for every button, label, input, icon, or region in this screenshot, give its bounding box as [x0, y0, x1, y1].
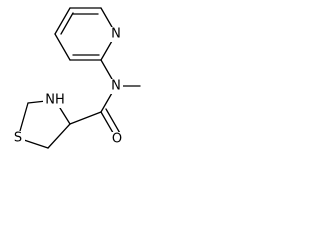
- atom-o: O: [110, 132, 124, 147]
- bond: [47, 123, 71, 149]
- bond: [69, 111, 102, 125]
- pyridine-ring: [54, 7, 117, 61]
- bond: [54, 7, 71, 35]
- atom-label-n-pyridine: N: [111, 27, 121, 42]
- atom-n-amide: N: [109, 79, 123, 94]
- atom-label-n-amide: N: [111, 79, 121, 94]
- bond: [105, 108, 122, 136]
- bond: [54, 33, 71, 61]
- atom-label-o: O: [112, 132, 122, 147]
- atom-nh-ring: NH: [43, 93, 67, 108]
- atom-label-nh: NH: [45, 93, 65, 108]
- atom-s: S: [12, 131, 25, 146]
- bond: [60, 12, 74, 35]
- molecule-structure: N N NH S O: [12, 7, 141, 149]
- atom-n-pyridine: N: [109, 27, 123, 42]
- atom-label-s: S: [14, 131, 22, 146]
